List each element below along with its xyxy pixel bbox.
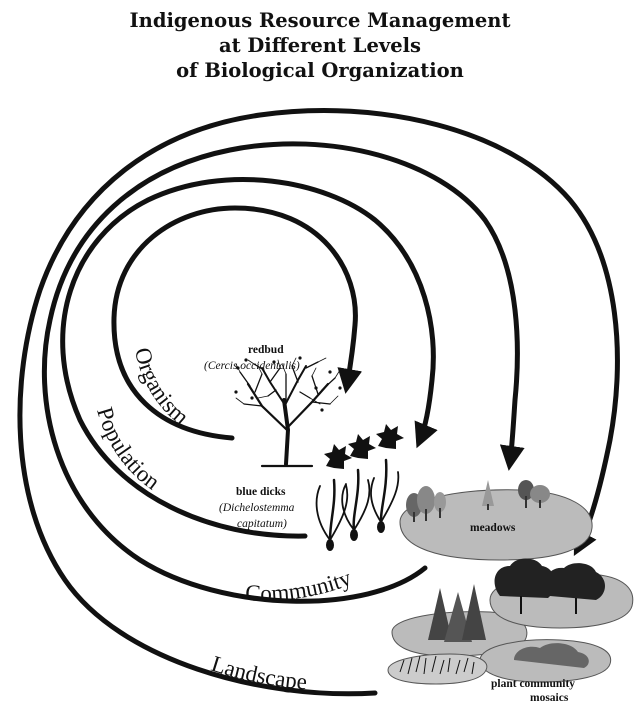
landscape-level-label: Landscape [208, 651, 308, 694]
mosaics-label-1: plant community [491, 678, 575, 690]
blue-dicks-icon [317, 460, 399, 540]
blue-dicks-scientific-name-1: (Dichelostemma [219, 502, 295, 514]
blue-dicks-flowers [324, 424, 404, 551]
meadows-label: meadows [470, 522, 516, 534]
blue-dicks-scientific-name-2: capitatum) [237, 518, 287, 530]
redbud-tree-icon [236, 358, 340, 466]
meadows-icon [400, 480, 592, 560]
mosaics-label-2: mosaics [530, 692, 569, 703]
redbud-label: redbud [248, 344, 284, 356]
redbud-scientific-name: (Cercis occidentalis) [204, 360, 300, 372]
plant-community-mosaics-icon [388, 559, 633, 685]
blue-dicks-label: blue dicks [236, 486, 286, 498]
